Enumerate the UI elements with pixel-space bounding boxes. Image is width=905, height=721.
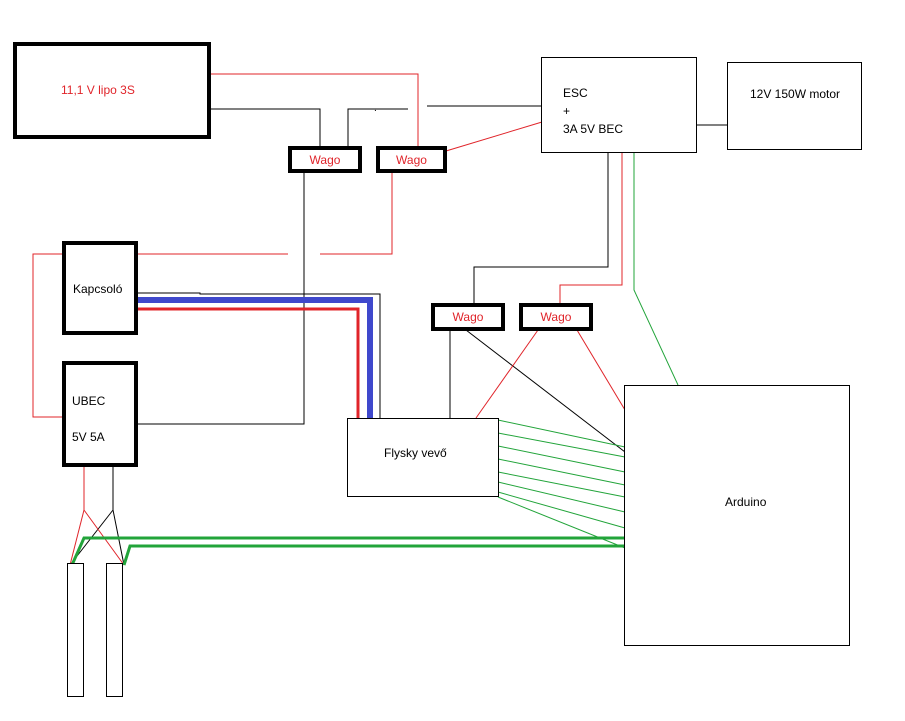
ubec-box: UBEC 5V 5A	[62, 361, 138, 467]
wire-wago3-arduino	[465, 329, 626, 453]
wire-esc-pos	[445, 121, 543, 152]
wire-rx-ch2	[497, 432, 626, 458]
wire-wago4-receiver	[475, 329, 539, 419]
servo-pin-1	[67, 563, 84, 697]
dot-mark: .	[374, 103, 377, 114]
wago-label-4: Wago	[540, 310, 572, 324]
wire-ubec-pin-red	[83, 466, 125, 566]
wire-switch-ubec	[32, 253, 64, 418]
wire-switch-blue-thick	[137, 297, 373, 418]
wire-ubec-pin	[112, 466, 125, 566]
esc-label-line1: ESC	[563, 86, 588, 100]
wire-switch-black	[137, 292, 381, 418]
wire-wago4-arduino	[576, 329, 626, 411]
switch-box: Kapcsoló	[62, 241, 138, 335]
wago-connector-3: Wago	[431, 303, 505, 331]
ubec-label-line1: UBEC	[72, 394, 106, 408]
wire-battery-neg	[210, 108, 321, 149]
battery-label: 11,1 V lipo 3S	[61, 83, 135, 97]
wire-rx-ch1	[497, 419, 626, 448]
arduino-label: Arduino	[725, 495, 767, 509]
wire-esc-neg	[347, 108, 408, 149]
wire-wago1-ubec	[137, 172, 305, 425]
wire-esc-signal	[633, 152, 679, 386]
receiver-label: Flysky vevő	[384, 446, 447, 460]
esc-label-line2: +	[563, 104, 571, 118]
wago-connector-2: Wago	[376, 146, 447, 173]
wago-label-2: Wago	[396, 152, 427, 167]
red-wires	[32, 73, 626, 566]
wire-switch-red-thick	[137, 307, 360, 418]
wire-rx-ch5	[497, 471, 626, 498]
wire-rx-ch7	[497, 491, 626, 529]
wire-rx-ch4	[497, 458, 626, 486]
wire-rx-ch6	[497, 481, 626, 513]
wago-connector-4: Wago	[519, 303, 593, 331]
motor-label: 12V 150W motor	[750, 87, 841, 101]
wire-bec-neg	[473, 152, 609, 304]
wago-label-1: Wago	[309, 152, 341, 167]
wire-bec-pos	[559, 152, 623, 304]
wire-ubec-pin-red-b	[69, 509, 85, 566]
green-wires	[497, 152, 679, 549]
wire-wago2-switch	[320, 172, 393, 255]
arduino-box: Arduino	[624, 385, 850, 646]
switch-label: Kapcsoló	[73, 282, 123, 296]
wire-rx-ch3	[497, 445, 626, 473]
esc-box: ESC + 3A 5V BEC	[541, 57, 697, 153]
battery-box: 11,1 V lipo 3S	[13, 42, 211, 139]
wire-servo-green-2	[122, 544, 625, 566]
servo-pin-2	[106, 563, 123, 697]
ubec-label-line2: 5V 5A	[72, 430, 105, 444]
wago-connector-1: Wago	[288, 146, 362, 173]
wago-label-3: Wago	[452, 310, 484, 324]
wire-battery-pos	[210, 73, 419, 149]
esc-label-line3: 3A 5V BEC	[563, 122, 624, 136]
wire-servo-green-1	[70, 536, 625, 566]
receiver-box: Flysky vevő	[347, 418, 499, 497]
motor-box: 12V 150W motor	[727, 62, 862, 150]
